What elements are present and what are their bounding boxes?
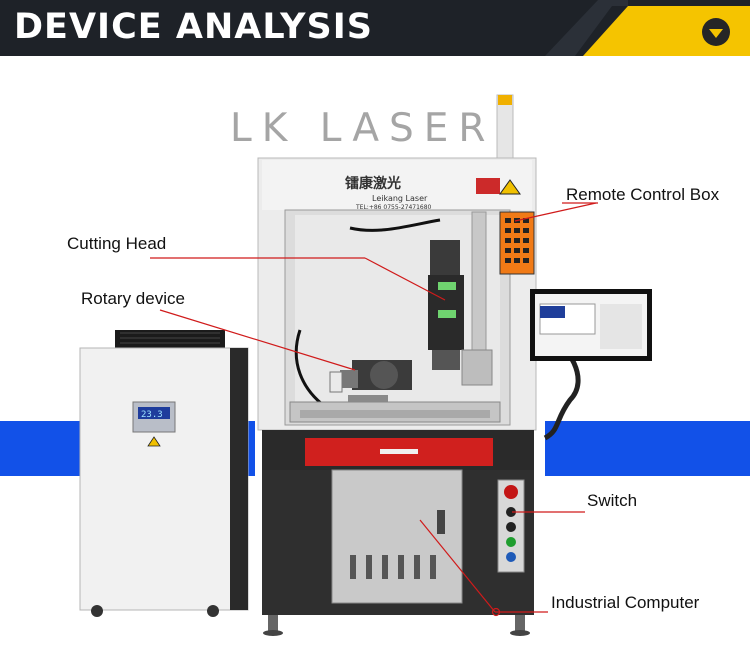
label-switch: Switch bbox=[587, 491, 638, 510]
cabinet-brand-cn: 镭康激光 bbox=[345, 175, 401, 192]
label-remote-control-box: Remote Control Box bbox=[566, 185, 720, 204]
brand-logo: LK LASER bbox=[230, 106, 496, 151]
page-title: DEVICE ANALYSIS bbox=[14, 7, 373, 47]
chiller-display: 23.3 bbox=[141, 410, 163, 420]
label-industrial-computer: Industrial Computer bbox=[551, 593, 700, 612]
chevron-down-icon[interactable] bbox=[702, 18, 730, 46]
cabinet-brand-en: Leikang Laser bbox=[372, 194, 428, 203]
label-rotary-device: Rotary device bbox=[81, 289, 185, 308]
cabinet-phone: TEL:+86 0755-27471680 bbox=[355, 204, 432, 211]
label-cutting-head: Cutting Head bbox=[67, 234, 167, 253]
